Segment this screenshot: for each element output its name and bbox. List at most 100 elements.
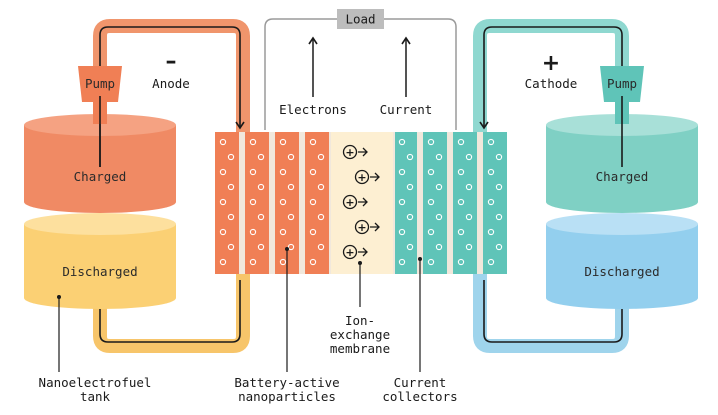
nanoparticle-dot xyxy=(317,243,325,251)
nanoparticle-dot xyxy=(398,138,406,146)
nanoparticle-dot xyxy=(257,183,265,191)
nanoparticle-dot xyxy=(227,183,235,191)
nanoparticle-dot xyxy=(287,153,295,161)
membrane-label-1: Ion- xyxy=(345,313,375,328)
ion-arrow xyxy=(370,222,380,232)
load-circuit: Load Electrons Current xyxy=(264,9,457,130)
charged-left-label: Charged xyxy=(74,169,127,184)
ion-plus-sign: + xyxy=(357,221,366,234)
nanoparticle-dot xyxy=(219,138,227,146)
nanoparticle-dot xyxy=(249,168,257,176)
cathode-flow-arrow-upper xyxy=(479,26,623,167)
anode-sign: – xyxy=(166,49,177,74)
nanoparticle-dot xyxy=(435,243,443,251)
nanoparticle-dot xyxy=(249,138,257,146)
nanoparticle-dot xyxy=(227,213,235,221)
anode-pipe-lower xyxy=(93,272,250,353)
ion-plus-sign: + xyxy=(357,171,366,184)
nanoparticle-dot xyxy=(309,168,317,176)
pump-right-label: Pump xyxy=(607,76,637,91)
anode-label: Anode xyxy=(152,76,190,91)
cathode-flow-arrow-lower xyxy=(483,280,627,343)
discharged-right-body xyxy=(546,224,698,309)
charged-right-label: Charged xyxy=(596,169,649,184)
nanoparticle-dot xyxy=(219,198,227,206)
ion-plus-sign: + xyxy=(345,246,354,259)
nanoparticle-dot xyxy=(398,258,406,266)
discharged-right-top xyxy=(546,213,698,235)
pump-left-body xyxy=(78,66,122,102)
pump-right-body xyxy=(600,66,644,102)
nanoparticle-dot xyxy=(249,258,257,266)
tank-label-1: Nanoelectrofuel xyxy=(39,375,152,390)
charged-left-body xyxy=(24,125,176,213)
ion-circle xyxy=(354,219,370,235)
ion-circle xyxy=(342,144,358,160)
current-label: Current xyxy=(380,102,433,117)
left-tank: Charged Discharged Pump Nanoelectrofuel … xyxy=(24,66,176,404)
nanoparticle-dot xyxy=(257,213,265,221)
nanoparticle-dot xyxy=(487,168,495,176)
nanoparticle-dot xyxy=(465,243,473,251)
nanoparticle-dot xyxy=(406,153,414,161)
nanoparticle-dot xyxy=(457,198,465,206)
discharged-left-label: Discharged xyxy=(62,264,137,279)
nanoparticle-dot xyxy=(279,258,287,266)
nanoparticle-dot xyxy=(495,243,503,251)
nanoparticles xyxy=(219,138,503,266)
collectors-label-1: Current xyxy=(394,375,447,390)
nanoparticle-dot xyxy=(435,183,443,191)
nanoparticle-dot xyxy=(227,243,235,251)
cathode-plate-2 xyxy=(423,132,447,274)
load-label: Load xyxy=(345,12,375,27)
nanoparticle-dot xyxy=(406,213,414,221)
ion-circle xyxy=(342,244,358,260)
ion-arrow xyxy=(358,147,368,157)
nanoparticle-dot xyxy=(227,153,235,161)
nanoparticle-dot xyxy=(279,168,287,176)
nanoparticle-dot xyxy=(317,183,325,191)
nanoparticle-dot xyxy=(309,138,317,146)
discharged-right-label: Discharged xyxy=(584,264,659,279)
cathode-plate-4 xyxy=(483,132,507,274)
pump-left-label: Pump xyxy=(85,76,115,91)
tank-label-2: tank xyxy=(80,389,111,404)
nanoparticle-dot xyxy=(487,258,495,266)
nanoparticle-dot xyxy=(398,228,406,236)
nanoparticle-dot xyxy=(398,168,406,176)
anode-flow-arrow-lower xyxy=(95,280,241,343)
nanoparticle-dot xyxy=(435,213,443,221)
cathode-loop xyxy=(473,19,629,353)
nanoparticle-dot xyxy=(287,213,295,221)
nanoparticle-dot xyxy=(219,258,227,266)
nanoparticle-dot xyxy=(317,213,325,221)
nanoparticle-dot xyxy=(219,168,227,176)
nanoparticle-dot xyxy=(279,228,287,236)
particles-label-2: nanoparticles xyxy=(238,389,336,404)
nanoparticle-dot xyxy=(309,198,317,206)
nanoparticle-dot xyxy=(457,228,465,236)
anode-plate-4 xyxy=(305,132,329,274)
ion-plus-sign: + xyxy=(345,196,354,209)
nanoparticle-dot xyxy=(427,228,435,236)
nanoparticle-dot xyxy=(287,243,295,251)
nanoparticle-dot xyxy=(249,228,257,236)
membrane-label-2: exchange xyxy=(330,327,390,342)
nanoparticle-dot xyxy=(257,153,265,161)
ion-circle xyxy=(342,194,358,210)
nanoparticle-dot xyxy=(457,258,465,266)
particles-label-1: Battery-active xyxy=(234,375,339,390)
ion-circle xyxy=(354,169,370,185)
cathode-plate-3 xyxy=(453,132,477,274)
anode-plate-2 xyxy=(245,132,269,274)
cathode-plate-1 xyxy=(395,132,417,274)
nanoparticle-dot xyxy=(457,138,465,146)
ion-arrow xyxy=(370,172,380,182)
nanoparticle-dot xyxy=(495,213,503,221)
nanoparticle-dot xyxy=(317,153,325,161)
nanoparticle-dot xyxy=(465,183,473,191)
cathode-label: Cathode xyxy=(525,76,578,91)
nanoparticle-dot xyxy=(487,228,495,236)
